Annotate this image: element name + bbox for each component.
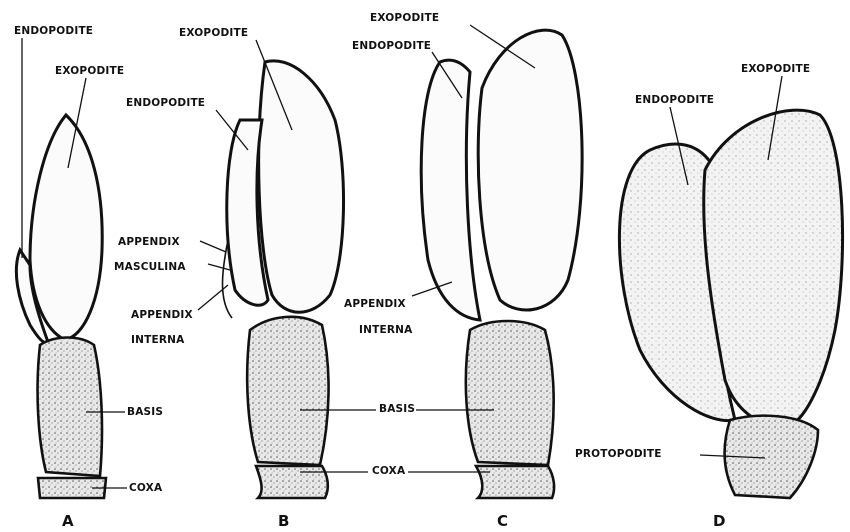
exopodite-b bbox=[259, 61, 344, 312]
panel-letter-b: B bbox=[278, 512, 289, 530]
coxa-c bbox=[476, 466, 554, 498]
appendage-b bbox=[223, 61, 344, 498]
label-endopodite-b: ENDOPODITE bbox=[126, 97, 205, 109]
label-coxa-a: COXA bbox=[129, 482, 163, 494]
exopodite-a bbox=[30, 115, 102, 340]
exopodite-d bbox=[704, 110, 843, 426]
label-appendix-interna-c-1: APPENDIX bbox=[344, 298, 406, 310]
coxa-b bbox=[256, 466, 328, 498]
basis-a bbox=[38, 338, 102, 477]
label-appendix-interna-c-2: INTERNA bbox=[359, 324, 413, 336]
appendage-c bbox=[421, 30, 582, 498]
label-appendix-masculina-1: APPENDIX bbox=[118, 236, 180, 248]
label-protopodite-d: PROTOPODITE bbox=[575, 448, 662, 460]
label-appendix-interna-b-2: INTERNA bbox=[131, 334, 185, 346]
label-appendix-masculina-2: MASCULINA bbox=[114, 261, 186, 273]
appendage-d bbox=[619, 110, 842, 498]
panel-letter-d: D bbox=[713, 512, 725, 530]
label-exopodite-a: EXOPODITE bbox=[55, 65, 124, 77]
panel-letter-a: A bbox=[62, 512, 74, 530]
exopodite-c bbox=[478, 30, 582, 310]
label-endopodite-c: ENDOPODITE bbox=[352, 40, 431, 52]
basis-b bbox=[247, 317, 328, 465]
label-endopodite-d: ENDOPODITE bbox=[635, 94, 714, 106]
appendage-a bbox=[16, 115, 106, 498]
label-endopodite-a: ENDOPODITE bbox=[14, 25, 93, 37]
label-exopodite-b: EXOPODITE bbox=[179, 27, 248, 39]
label-exopodite-c: EXOPODITE bbox=[370, 12, 439, 24]
basis-c bbox=[466, 321, 554, 465]
label-basis-a: BASIS bbox=[127, 406, 163, 418]
label-appendix-interna-b-1: APPENDIX bbox=[131, 309, 193, 321]
label-basis-bc: BASIS bbox=[379, 403, 415, 415]
label-exopodite-d: EXOPODITE bbox=[741, 63, 810, 75]
label-coxa-bc: COXA bbox=[372, 465, 406, 477]
panel-letter-c: C bbox=[497, 512, 508, 530]
endopodite-c bbox=[421, 60, 480, 320]
